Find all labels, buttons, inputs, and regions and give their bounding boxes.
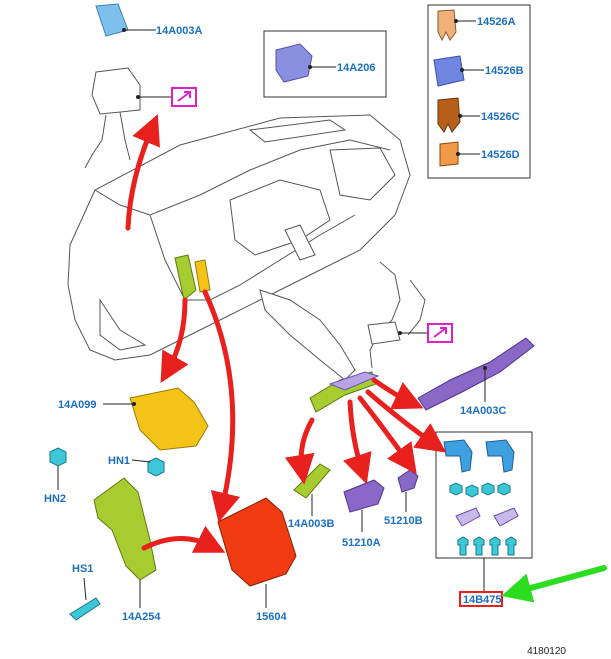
connector-harness-center [367,261,453,369]
bracket-14A254-shape [93,477,157,581]
arrow-to-14A003C [371,377,424,410]
nut-row [449,482,511,498]
label-14526B: 14526B [485,65,524,77]
part-14A099: 14A099 [58,387,209,451]
part-51210A: 51210A [342,479,385,549]
part-HN2: HN2 [44,447,67,505]
arrow-to-14A003A [125,114,160,231]
fuse-14526B-shape [433,55,465,87]
dashboard-illustration [67,114,411,381]
arrow-icon-top [177,91,191,102]
view-detail-icon-center[interactable] [427,323,453,343]
label-14526C: 14526C [481,111,520,123]
bolt-row [457,536,517,556]
part-51210B: 51210B [384,469,423,527]
part-14A206-shape [275,43,313,83]
part-14A099-shape [129,387,209,451]
reference-number: 4180120 [527,646,566,657]
fuse-box-group: 14526A 14526B 14526C 14526D [427,4,531,179]
label-14A254: 14A254 [122,611,161,623]
part-14A003C: 14A003C [417,337,535,417]
view-detail-icon-top[interactable] [171,87,197,107]
screw-HS1-shape [69,597,101,621]
part-14A003B: 14A003B [288,463,335,530]
part-14A254: 14A254 [93,477,161,623]
label-14526D: 14526D [481,149,520,161]
label-14526A: 14526A [477,16,516,28]
part-box-14A206: 14A206 [263,30,387,98]
module-15604-shape [217,497,297,587]
highlight-module-on-dash [194,259,211,293]
arrow-to-14A099 [160,297,189,384]
retainer-right-shape [493,507,519,527]
arrow-to-15604 [202,289,241,523]
part-51210B-shape [397,469,419,493]
label-14A206: 14A206 [337,62,376,74]
arrow-14A254-to-15604 [141,525,226,553]
part-HN1: HN1 [108,455,165,477]
part-15604: 15604 [217,497,297,623]
part-51210A-shape [343,479,385,513]
label-14A003A: 14A003A [156,25,203,37]
arrow-icon-center [433,327,447,338]
arrow-to-14A003B [284,417,315,485]
nut-HN1-shape [147,457,165,477]
label-14A003C: 14A003C [460,405,507,417]
highlight-purple-center [328,371,380,391]
fuse-14526A-shape [437,9,457,42]
green-pointer-arrow [501,565,607,603]
part-box-14B475: 14B475 [435,431,533,607]
label-HS1: HS1 [72,563,93,575]
arrow-to-51210B [357,395,417,475]
label-15604: 15604 [256,611,287,623]
red-arrows [125,114,447,553]
label-51210B: 51210B [384,515,423,527]
fuse-14526C-shape [437,97,461,133]
part-HS1: HS1 [69,563,101,621]
highlight-bracket-on-dash [174,254,197,301]
retainer-left-shape [455,507,481,527]
fuse-14526D-shape [439,141,459,167]
clip-right-shape [485,439,515,473]
label-14A099: 14A099 [58,399,97,411]
arrow-to-14B475 [365,389,447,453]
label-51210A: 51210A [342,537,381,549]
label-HN2: HN2 [44,493,66,505]
label-14A003B: 14A003B [288,518,335,530]
label-HN1: HN1 [108,455,130,467]
connector-harness-top [84,67,197,169]
part-14A003C-shape [417,337,535,411]
nut-HN2-shape [49,447,67,467]
clip-left-shape [443,439,473,473]
label-14B475: 14B475 [463,594,502,606]
module-14A003A: 14A003A [95,3,203,37]
arrow-to-51210A [343,399,372,485]
